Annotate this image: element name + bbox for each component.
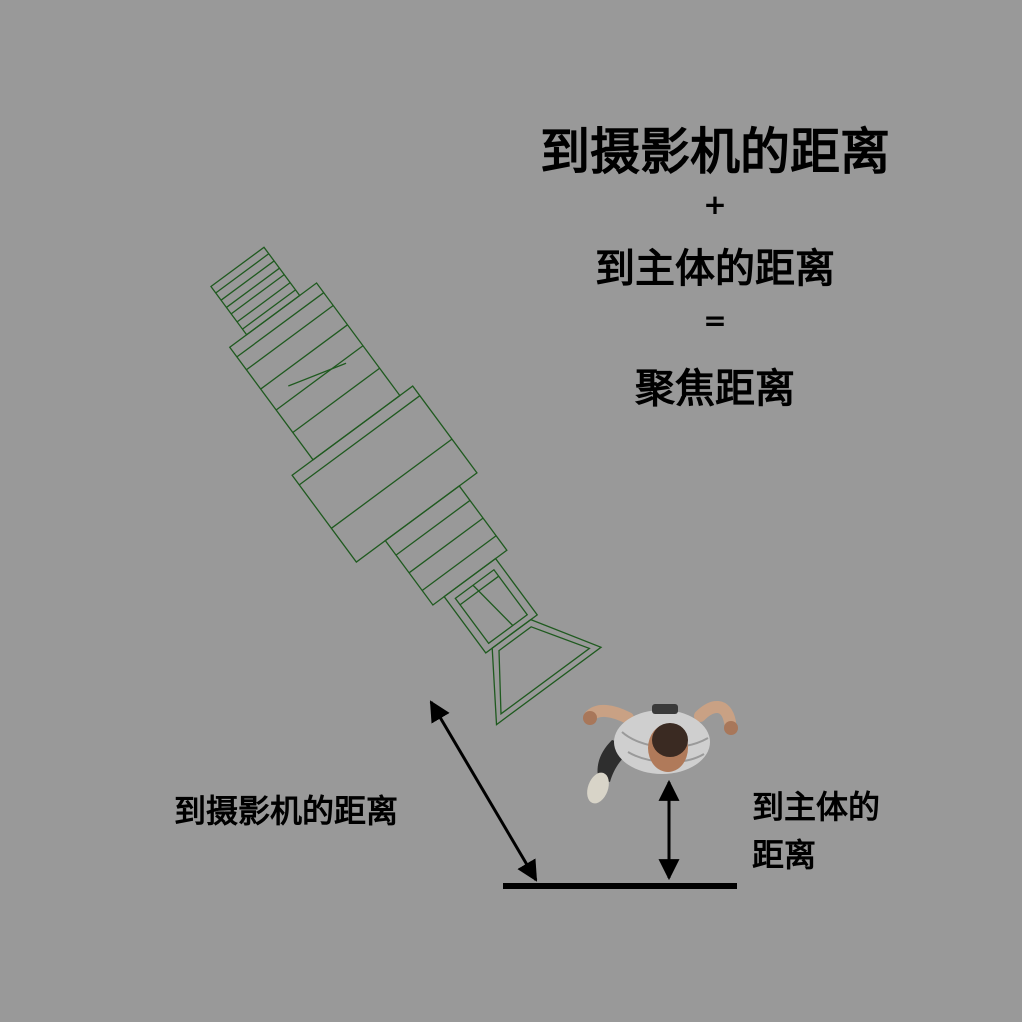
equation-subject-distance: 到主体的距离 bbox=[595, 246, 835, 292]
camera-wireframe-icon bbox=[210, 246, 603, 726]
equation-focus-distance: 聚焦距离 bbox=[635, 366, 795, 412]
equation-plus: + bbox=[703, 188, 727, 221]
subject-distance-label-line1: 到主体的 bbox=[752, 788, 881, 826]
equation-equals: = bbox=[703, 304, 727, 337]
subject-distance-label-line2: 距离 bbox=[752, 836, 817, 874]
camera-distance-arrow bbox=[429, 700, 538, 882]
equation-camera-distance: 到摄影机的距离 bbox=[540, 123, 890, 181]
person-top-view-icon bbox=[583, 701, 738, 804]
camera-distance-label: 到摄影机的距离 bbox=[174, 792, 399, 830]
